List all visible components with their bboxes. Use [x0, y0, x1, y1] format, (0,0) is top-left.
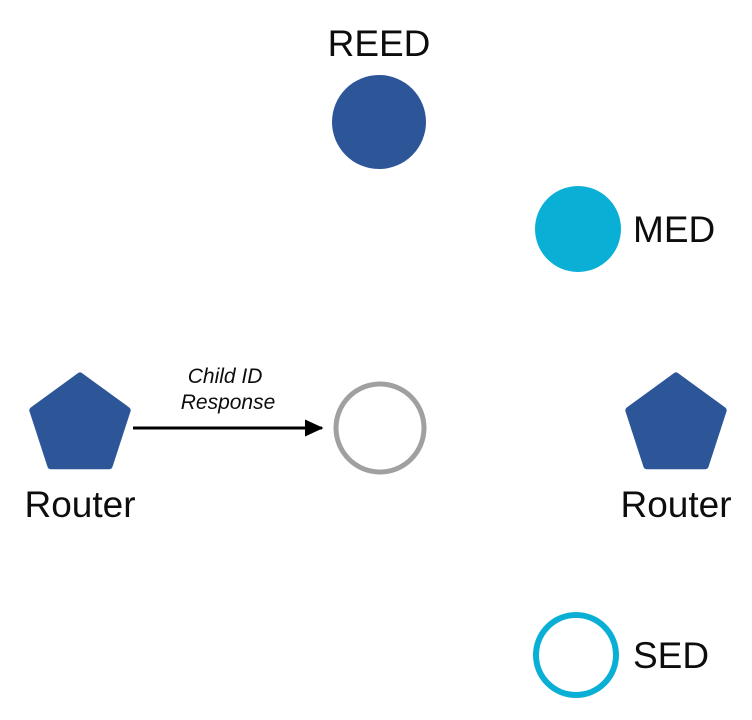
sed-circle-outline-icon[interactable] — [533, 612, 619, 698]
node-sed[interactable]: SED — [533, 612, 709, 698]
edge-label-line-2: Response — [181, 391, 276, 414]
edge-label-child-id-response: Child ID Response — [181, 365, 276, 414]
edge-label-line-1: Child ID — [188, 365, 263, 388]
router-right-pentagon-icon[interactable] — [625, 372, 727, 470]
node-label-reed: REED — [328, 23, 431, 64]
med-circle-icon[interactable] — [535, 186, 621, 272]
node-label-router-right: Router — [620, 484, 731, 525]
router-left-pentagon-icon[interactable] — [29, 372, 131, 470]
node-router-left[interactable]: Router — [24, 372, 136, 525]
node-reed[interactable]: REED — [328, 23, 431, 169]
leader-circle-outline-icon[interactable] — [333, 381, 427, 475]
node-leader-center[interactable] — [333, 381, 427, 475]
node-router-right[interactable]: Router — [620, 372, 732, 525]
node-label-sed: SED — [633, 635, 709, 676]
node-label-router-left: Router — [24, 484, 135, 525]
reed-circle-icon[interactable] — [332, 75, 426, 169]
node-med[interactable]: MED — [535, 186, 715, 272]
edge-child-id-response: Child ID Response — [133, 365, 324, 437]
node-label-med: MED — [633, 209, 715, 250]
